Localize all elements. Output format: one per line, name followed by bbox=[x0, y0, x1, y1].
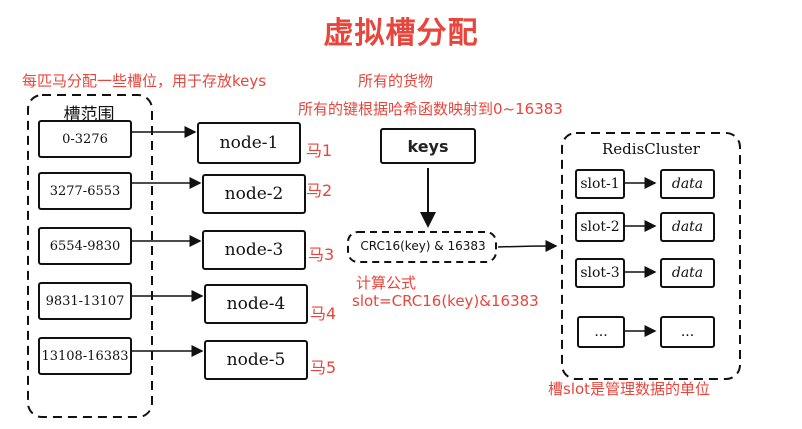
slot-range-group-border bbox=[27, 94, 153, 418]
keys-box: keys bbox=[380, 128, 476, 164]
slot-box-1: slot-1 bbox=[575, 169, 625, 199]
slot-range-box-3: 6554-9830 bbox=[38, 227, 132, 265]
horse-label-4: 马4 bbox=[310, 304, 337, 323]
data-box-more: ... bbox=[660, 316, 715, 348]
horse-label-2: 马2 bbox=[306, 181, 333, 200]
diagram-title: 虚拟槽分配 bbox=[323, 16, 479, 51]
arrow-formula-to-cluster bbox=[497, 240, 558, 253]
data-box-1: data bbox=[660, 169, 715, 199]
node-box-5: node-5 bbox=[204, 340, 308, 380]
horse-label-1: 马1 bbox=[306, 141, 333, 160]
slot-range-box-4: 9831-13107 bbox=[38, 282, 132, 320]
formula-box-label: CRC16(key) & 16383 bbox=[360, 239, 486, 253]
formula-title: 计算公式 bbox=[356, 274, 417, 292]
cargo-note: 所有的货物 bbox=[358, 72, 434, 90]
node-box-1: node-1 bbox=[197, 122, 301, 164]
node-box-3: node-3 bbox=[202, 230, 306, 270]
node-box-2: node-2 bbox=[202, 174, 306, 214]
formula-text: slot=CRC16(key)&16383 bbox=[352, 292, 539, 310]
cluster-note: 槽slot是管理数据的单位 bbox=[548, 380, 711, 398]
horse-label-5: 马5 bbox=[310, 358, 337, 377]
data-box-3: data bbox=[660, 258, 715, 288]
cluster-title: RedisCluster bbox=[602, 140, 700, 158]
slot-box-more: ... bbox=[577, 316, 625, 348]
formula-box-border bbox=[347, 231, 497, 263]
slot-range-box-2: 3277-6553 bbox=[38, 172, 132, 210]
data-box-2: data bbox=[660, 212, 715, 242]
slot-range-box-5: 13108-16383 bbox=[38, 337, 132, 375]
redis-cluster-border bbox=[561, 132, 741, 380]
left-note: 每匹马分配一些槽位，用于存放keys bbox=[22, 72, 267, 90]
slot-box-3: slot-3 bbox=[575, 258, 625, 288]
slot-range-box-1: 0-3276 bbox=[38, 120, 132, 158]
node-box-4: node-4 bbox=[204, 284, 308, 324]
horse-label-3: 马3 bbox=[308, 245, 335, 264]
hash-note: 所有的键根据哈希函数映射到0~16383 bbox=[298, 100, 563, 118]
slot-box-2: slot-2 bbox=[575, 212, 625, 242]
